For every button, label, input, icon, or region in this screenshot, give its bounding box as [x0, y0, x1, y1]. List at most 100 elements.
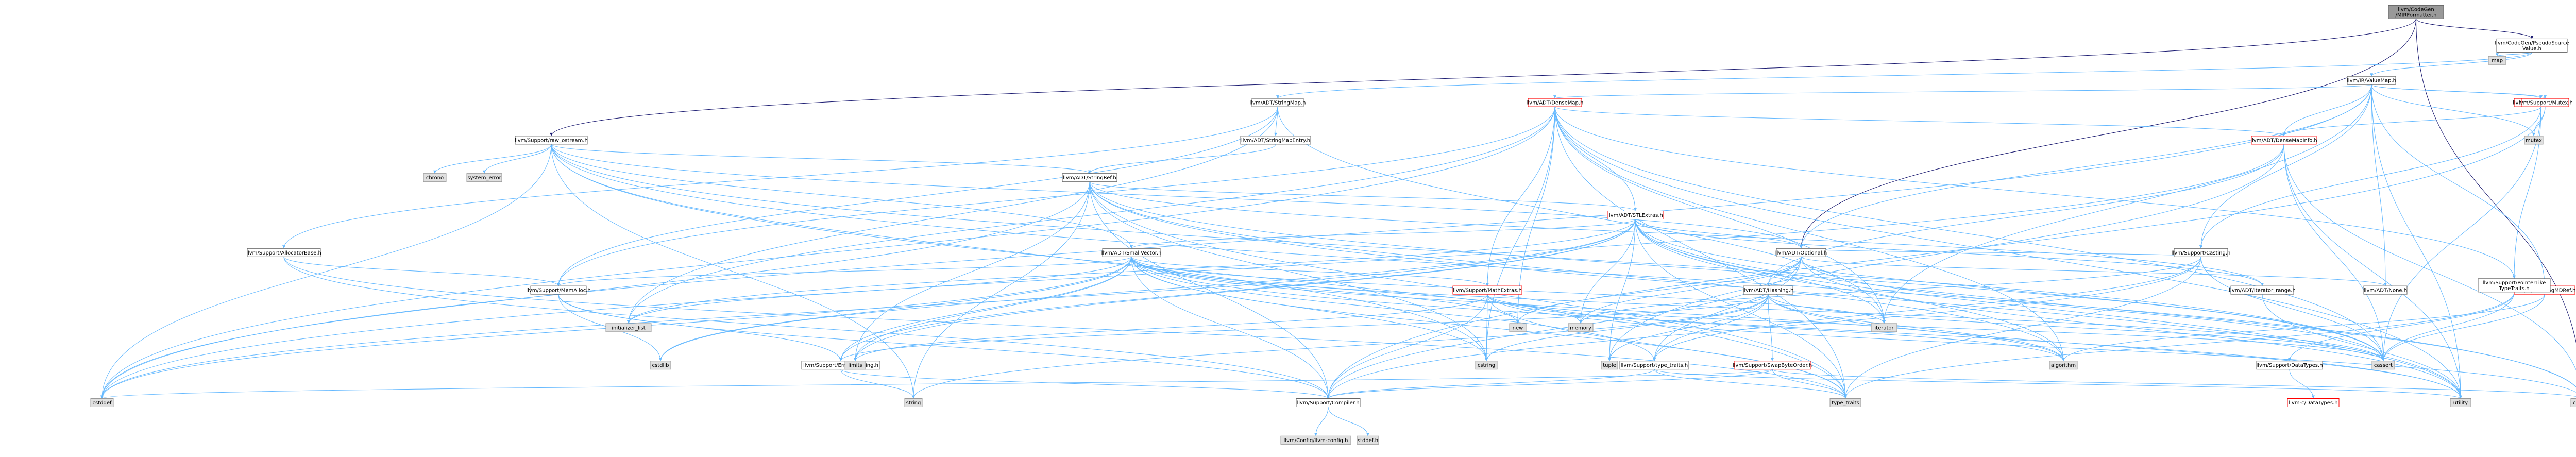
node-box	[2388, 5, 2444, 19]
node-root[interactable]: llvm/CodeGen/MIRFormatter.h	[2388, 5, 2444, 19]
edge-arrowhead	[2544, 95, 2547, 99]
edge-smallvector-to-memory	[1131, 257, 1581, 324]
edge-swapbyte-to-cstddef	[101, 369, 1773, 399]
edge-densemap-to-cstring	[1486, 107, 1555, 361]
node-mutex[interactable]: llvm/Support/Mutex.h	[2517, 98, 2573, 107]
node-stringref[interactable]: llvm/ADT/StringRef.h	[1062, 173, 1117, 182]
node-label: llvm/ADT/None.h	[2364, 288, 2407, 294]
node-box	[2174, 248, 2228, 257]
node-box	[1871, 323, 1897, 332]
node-box	[515, 136, 588, 145]
edge-densemap-to-iterator	[1554, 107, 1885, 324]
node-box	[530, 285, 587, 295]
node-new: new	[1509, 323, 1527, 332]
edge-arrowhead	[2199, 245, 2202, 249]
edge-stlextras-to-smallvector	[1131, 219, 1636, 249]
edge-valuemap-to-cstddef	[101, 84, 2372, 399]
edge-rawostream-to-cassert	[551, 144, 2384, 361]
node-allocbase[interactable]: llvm/Support/AllocatorBase.h	[246, 248, 321, 257]
edge-arrowhead	[1844, 395, 1847, 399]
node-box	[2488, 56, 2506, 65]
edge-typetraits-to-compiler	[1328, 369, 1655, 399]
edge-rawostream-to-cstdint	[551, 144, 2576, 388]
node-label: llvm/ADT/Optional.h	[1775, 250, 1827, 256]
node-box	[2347, 76, 2396, 85]
edge-arrowhead	[282, 245, 285, 249]
node-typetraits[interactable]: llvm/Support/type_traits.h	[1619, 361, 1689, 370]
node-label: llvm/Support/SwapByteOrder.h	[1733, 363, 1812, 368]
node-utility: utility	[2450, 398, 2471, 407]
edge-mutex-to-compiler	[1328, 107, 2546, 399]
edge-mutex-to-mutexsys	[2533, 107, 2546, 136]
node-casting[interactable]: llvm/Support/Casting.h	[2172, 248, 2231, 257]
node-label: llvm/Support/DataTypes.h	[2256, 363, 2323, 368]
node-box	[1251, 98, 1304, 107]
node-chrono: chrono	[423, 173, 447, 182]
node-box	[1601, 361, 1618, 370]
node-errorhandling[interactable]: llvm/Support/ErrorHandling.h	[801, 361, 880, 370]
node-mathextras[interactable]: llvm/Support/MathExtras.h	[1452, 285, 1522, 295]
node-box	[1743, 285, 1793, 295]
node-box	[1280, 435, 1351, 445]
node-stringmapentry[interactable]: llvm/ADT/StringMapEntry.h	[1240, 136, 1311, 145]
node-valuemap[interactable]: llvm/IR/ValueMap.h	[2347, 76, 2396, 85]
node-stlextras[interactable]: llvm/ADT/STLExtras.h	[1607, 211, 1664, 219]
node-box	[1062, 173, 1117, 182]
edge-arrowhead	[2384, 283, 2387, 286]
node-densemapinfo[interactable]: llvm/ADT/DenseMapInfo.h	[2250, 136, 2317, 145]
node-none[interactable]: llvm/ADT/None.h	[2363, 285, 2408, 295]
edge-stlextras-to-cstdlib	[660, 219, 1636, 361]
edge-arrowhead	[1274, 132, 1277, 136]
edge-arrowhead	[1516, 320, 1519, 324]
node-label: llvm/Config/llvm-config.h	[1284, 438, 1348, 444]
edge-smallvector-to-algorithm	[1131, 257, 2064, 361]
node-datatypes[interactable]: llvm/Support/DataTypes.h	[2256, 361, 2323, 370]
edge-stlextras-to-cassert	[1635, 219, 2384, 361]
edge-pseudo-to-stringmap	[1277, 52, 2532, 99]
node-label: llvm/Support/MemAlloc.h	[526, 288, 591, 294]
node-label: tuple	[1603, 363, 1616, 368]
node-hashing[interactable]: llvm/ADT/Hashing.h	[1743, 285, 1794, 295]
node-compiler[interactable]: llvm/Support/Compiler.h	[1296, 398, 1361, 407]
node-box	[904, 398, 923, 407]
edge-densemap-to-cstddef	[101, 107, 1555, 399]
edge-mathextras-to-compiler	[1328, 294, 1488, 399]
node-box	[1776, 248, 1826, 257]
edge-memalloc-to-errorhandling	[558, 294, 841, 361]
edge-typetraits-to-utility	[1654, 369, 2461, 399]
edge-trackingmd-to-algorithm	[2063, 294, 2545, 361]
edge-densemap-to-new	[1517, 107, 1555, 324]
node-stringmap[interactable]: llvm/ADT/StringMap.h	[1249, 98, 1306, 107]
edge-swapbyte-to-typetraitssys	[1772, 369, 1846, 399]
node-rawostream[interactable]: llvm/Support/raw_ostream.h	[515, 136, 588, 145]
node-label: llvm/Support/type_traits.h	[1621, 363, 1688, 368]
edge-smallvector-to-initlist	[628, 257, 1132, 324]
node-memalloc[interactable]: llvm/Support/MemAlloc.h	[526, 285, 591, 295]
node-label: llvm/Support/AllocatorBase.h	[246, 250, 321, 256]
edge-optional-to-memory	[1580, 257, 1802, 324]
edge-densemap-to-algorithm	[1554, 107, 2064, 361]
edge-arrowhead	[550, 132, 553, 136]
node-densemap[interactable]: llvm/ADT/DenseMap.h	[1527, 98, 1584, 107]
edge-ptrlike-to-typetraitssys	[1845, 292, 2515, 399]
node-iterator: iterator	[1871, 323, 1897, 332]
node-label: llvm/Support/Casting.h	[2172, 250, 2231, 256]
edge-arrowhead	[1771, 358, 1774, 361]
node-stddef: stddef.h	[1357, 435, 1379, 445]
edge-mathextras-to-algorithm	[1487, 294, 2064, 361]
edge-casting-to-memory	[1580, 257, 2201, 324]
node-box	[2256, 361, 2323, 370]
node-iterrange[interactable]: llvm/ADT/iterator_range.h	[2229, 285, 2296, 295]
edge-iterrange-to-utility	[2262, 294, 2461, 399]
node-swapbyte[interactable]: llvm/Support/SwapByteOrder.h	[1733, 361, 1812, 370]
node-label: algorithm	[2051, 363, 2076, 368]
node-smallvector[interactable]: llvm/ADT/SmallVector.h	[1101, 248, 1162, 257]
node-cdatatypes[interactable]: llvm-c/DataTypes.h	[2287, 398, 2340, 407]
node-label: llvm/Support/Mutex.h	[2517, 100, 2573, 106]
node-box	[2049, 361, 2078, 370]
node-label: llvm/IR/ValueMap.h	[2347, 78, 2396, 84]
node-label: mutex	[2526, 138, 2542, 143]
node-optional[interactable]: llvm/ADT/Optional.h	[1775, 248, 1827, 257]
